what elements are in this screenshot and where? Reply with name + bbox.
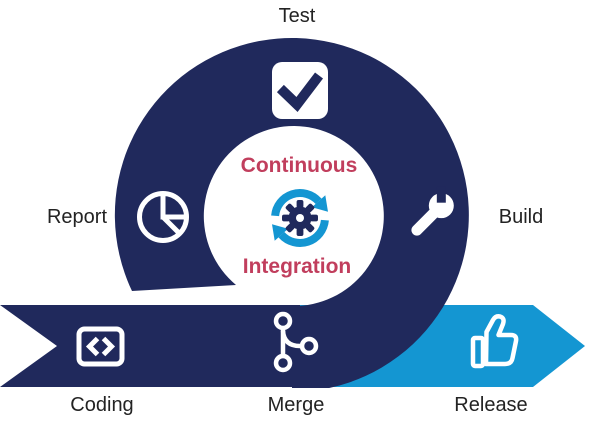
wrench-icon xyxy=(411,186,454,236)
pipeline-band xyxy=(0,305,300,387)
merge-icon xyxy=(273,311,319,373)
band-bottom-mask xyxy=(0,388,600,422)
stage-label-coding: Coding xyxy=(70,394,134,416)
pie-chart-icon xyxy=(137,191,189,243)
ci-loop-ring xyxy=(114,38,469,392)
stage-label-build: Build xyxy=(498,206,544,228)
sync-gear-icon xyxy=(271,189,329,247)
center-title-line2: Integration xyxy=(242,255,352,278)
checkmark-icon xyxy=(272,62,328,119)
stage-label-report: Report xyxy=(46,206,108,228)
stage-label-merge: Merge xyxy=(267,394,325,416)
thumbs-up-icon xyxy=(470,314,519,369)
code-icon xyxy=(76,326,125,367)
stage-label-release: Release xyxy=(454,394,528,416)
stage-label-test: Test xyxy=(278,5,316,27)
center-title-line1: Continuous xyxy=(240,154,358,177)
gear-icon xyxy=(282,200,318,236)
